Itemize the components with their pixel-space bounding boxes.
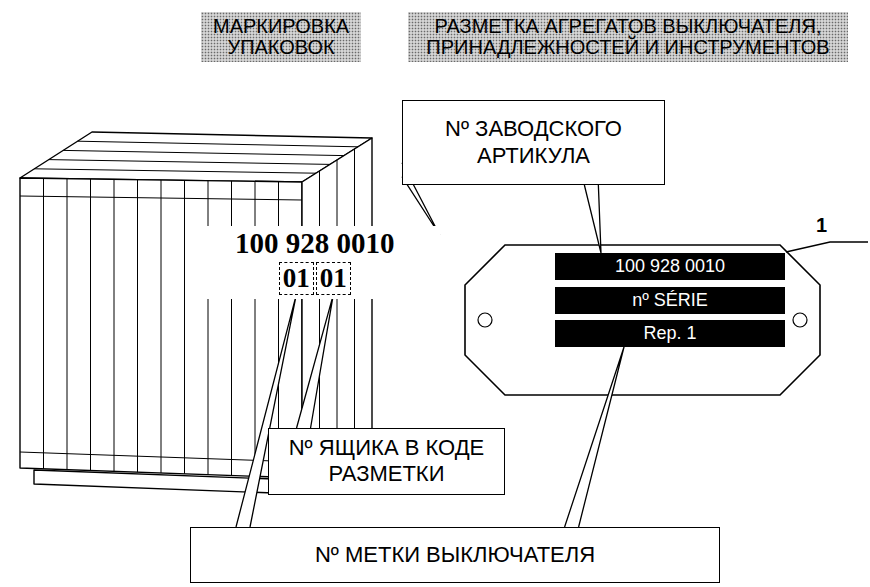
- plate-hole: [793, 313, 807, 327]
- plank-line: [337, 160, 338, 454]
- tail-outline: [565, 347, 624, 527]
- plank-line: [319, 171, 320, 466]
- node-text: nº SÉRIE: [632, 290, 708, 311]
- callout-box: Nº МЕТКИ ВЫКЛЮЧАТЕЛЯ: [190, 527, 720, 583]
- name-plate: [465, 245, 820, 395]
- node-text: 100 928 0010: [198, 228, 432, 260]
- package-label: 100 928 001001 01: [190, 226, 440, 299]
- node-text: 100 928 0010: [615, 256, 725, 277]
- node-text: Nº ЯЩИКА В КОДЕ РАЗМЕТКИ: [277, 435, 496, 488]
- code-box: 01: [316, 262, 351, 295]
- crate-planks: [20, 141, 358, 477]
- plank-line: [114, 179, 115, 471]
- node-text: РАЗМЕТКА АГРЕГАТОВ ВЫКЛЮЧАТЕЛЯ, ПРИНАДЛЕ…: [420, 16, 836, 58]
- node-text: МАРКИРОВКА УПАКОВОК: [213, 16, 349, 58]
- plate-hole: [478, 313, 492, 327]
- plank-line: [49, 160, 330, 165]
- crate-front: [20, 178, 302, 478]
- tail-outline: [584, 185, 601, 253]
- plank-line: [67, 179, 68, 470]
- tail-outline: [297, 295, 334, 428]
- plank-line: [184, 180, 185, 474]
- callout-tail: [584, 185, 601, 253]
- node-text: Nº ЗАВОДСКОГО АРТИКУЛА: [411, 116, 656, 169]
- node-text: 01: [283, 263, 310, 294]
- plank-line: [137, 180, 138, 473]
- code-box: 01: [279, 262, 314, 295]
- plank-line: [78, 141, 358, 147]
- plate-field: nº SÉRIE: [555, 287, 785, 314]
- plank-line: [161, 180, 162, 473]
- plank-line: [63, 150, 344, 155]
- plank-line: [20, 196, 302, 200]
- plank-line: [90, 179, 91, 471]
- callout-box: Nº ЯЩИКА В КОДЕ РАЗМЕТКИ: [268, 428, 505, 495]
- section-banner: МАРКИРОВКА УПАКОВОК: [201, 12, 361, 62]
- plank-line: [208, 181, 209, 475]
- section-banner: РАЗМЕТКА АГРЕГАТОВ ВЫКЛЮЧАТЕЛЯ, ПРИНАДЛЕ…: [408, 12, 848, 62]
- node-text: Rep. 1: [643, 323, 696, 344]
- leader-line: [786, 242, 868, 252]
- node-text: Nº МЕТКИ ВЫКЛЮЧАТЕЛЯ: [315, 542, 595, 568]
- callout-tail: [565, 347, 624, 527]
- plank-line: [34, 169, 316, 173]
- plate-field: Rep. 1: [555, 320, 785, 347]
- callout-tail: [297, 295, 334, 428]
- node-text: 01: [320, 263, 347, 294]
- callout-box: Nº ЗАВОДСКОГО АРТИКУЛА: [402, 100, 665, 185]
- plate-field: 100 928 0010: [555, 253, 785, 280]
- crate-side: [302, 138, 372, 478]
- callout-number: 1: [816, 214, 827, 237]
- plank-line: [43, 178, 44, 469]
